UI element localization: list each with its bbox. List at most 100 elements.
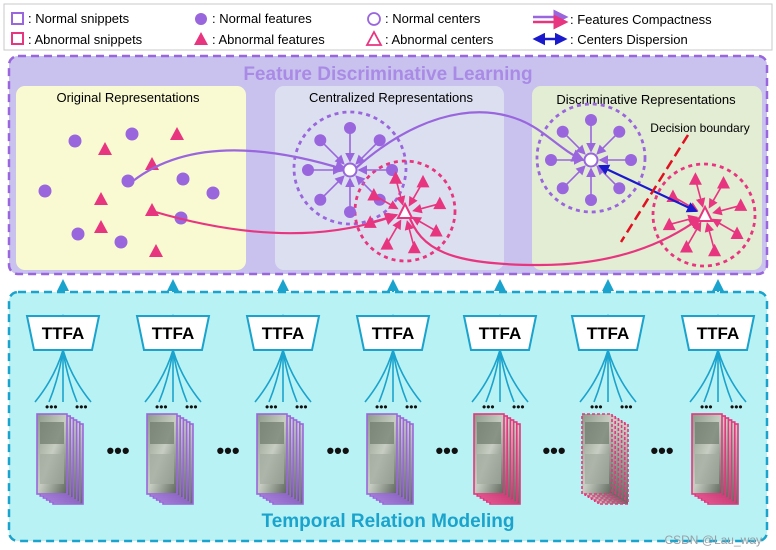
frame-scene	[40, 422, 64, 444]
sequence-ellipsis: •••	[435, 438, 458, 463]
centralized-abnormal-features	[363, 171, 447, 254]
abnormal-transfer-curve-2	[406, 212, 702, 267]
ttfa-label: TTFA	[152, 324, 195, 343]
abnormal-snippet-stack: ••• •••	[473, 400, 525, 505]
sequence-ellipsis: •••	[216, 438, 239, 463]
normal-feature	[613, 125, 626, 138]
normal-feature	[314, 134, 327, 147]
legend-box	[3, 3, 773, 51]
decision-boundary-line	[619, 134, 690, 243]
ttfa-label: TTFA	[587, 324, 630, 343]
normal-feature	[344, 206, 356, 218]
legend: : Normal snippets : Abnormal snippets : …	[3, 3, 773, 51]
decision-boundary-label: Decision boundary	[650, 121, 749, 135]
discriminative-abnormal-center	[696, 204, 714, 222]
frame-scene	[585, 422, 609, 444]
normal-feature	[344, 122, 356, 134]
ttfa-module	[135, 315, 211, 351]
snippet-ellipsis: •••	[512, 400, 525, 414]
sequence-ellipsis: •••	[542, 438, 565, 463]
original-normal-features	[38, 127, 220, 249]
legend-normal-snippets: : Normal snippets	[28, 11, 130, 26]
abnormal-feature	[367, 188, 381, 201]
snippet-ellipsis: •••	[730, 400, 743, 414]
abnormal-feature	[730, 226, 744, 239]
normal-feature	[373, 134, 386, 147]
normal-snippet-stack: ••• •••	[36, 400, 88, 505]
snippet-ellipsis: •••	[45, 400, 58, 414]
normal-snippet-icon	[11, 12, 24, 25]
normal-feature	[613, 182, 626, 195]
normal-feature	[556, 182, 569, 195]
abnormal-snippet-stack: ••• •••	[581, 400, 633, 505]
snippet-ellipsis: •••	[620, 400, 633, 414]
legend-features-compactness: : Features Compactness	[570, 12, 712, 27]
snippet-ellipsis: •••	[295, 400, 308, 414]
legend-normal-centers: : Normal centers	[385, 11, 481, 26]
legend-normal-features: : Normal features	[212, 11, 312, 26]
normal-feature	[585, 114, 597, 126]
snippet-ellipsis: •••	[155, 400, 168, 414]
snippet-ellipsis: •••	[590, 400, 603, 414]
frame-scene	[150, 422, 174, 444]
normal-transfer-curve-2	[355, 111, 586, 169]
ttfa-module	[355, 315, 431, 351]
ttfa-module	[462, 315, 538, 351]
abnormal-feature	[662, 217, 676, 231]
abnormal-feature	[380, 237, 394, 250]
ttfa-module	[25, 315, 101, 351]
snippet-ellipsis: •••	[75, 400, 88, 414]
fan-line	[717, 349, 747, 403]
panel-discriminative-title: Discriminative Representations	[556, 92, 736, 107]
abnormal-feature	[708, 243, 722, 257]
snippet-ellipsis: •••	[375, 400, 388, 414]
centralized-abnormal-center	[396, 201, 414, 219]
frame-scene	[150, 454, 174, 484]
normal-feature	[625, 154, 637, 166]
centers-dispersion-arrow	[598, 164, 698, 213]
snippet-ellipsis: •••	[700, 400, 713, 414]
fan-line	[499, 349, 529, 403]
fan-line	[392, 349, 422, 403]
snippet-ellipsis: •••	[482, 400, 495, 414]
discriminative-normal-center	[583, 152, 599, 168]
normal-transfer-curve-1	[132, 149, 349, 182]
abnormal-feature	[717, 175, 730, 189]
compactness-arrow	[669, 214, 698, 226]
legend-abnormal-centers: : Abnormal centers	[385, 32, 494, 47]
normal-snippet-stack: ••••••	[366, 400, 418, 505]
sequence-ellipsis: •••	[106, 438, 129, 463]
ttfa-label: TTFA	[42, 324, 85, 343]
abnormal-feature	[407, 240, 421, 254]
compactness-arrow	[685, 221, 702, 248]
compactness-arrow	[712, 204, 741, 216]
snippet-ellipsis: •••	[185, 400, 198, 414]
frame-scene	[40, 454, 64, 484]
abnormal-snippet-stack: ••• •••	[691, 400, 743, 505]
normal-feature	[545, 154, 557, 166]
fan-line	[172, 349, 202, 403]
frame-scene	[695, 422, 719, 444]
abnormal-feature	[433, 196, 447, 210]
feature-learning-title: Feature Discriminative Learning	[243, 64, 532, 85]
video-snippets: ••• ••• ••• ••• ••• ••• ••• ••• ••• ••• ••• ••• ••• •…	[36, 400, 743, 505]
normal-snippet-stack: ••• •••	[146, 400, 198, 505]
centralized-normal-center	[342, 162, 358, 178]
ttfa-module	[570, 315, 646, 351]
compactness-arrow	[411, 216, 437, 232]
legend-abnormal-features: : Abnormal features	[212, 32, 325, 47]
sequence-ellipsis: •••	[650, 438, 673, 463]
abnormal-feature	[363, 215, 377, 228]
normal-feature	[585, 194, 597, 206]
compactness-arrow	[386, 219, 402, 245]
fan-line	[62, 349, 92, 403]
frame-scene	[260, 454, 284, 484]
watermark: CSDN @Lau_way	[664, 533, 762, 547]
panel-discriminative	[532, 86, 762, 270]
discriminative-normal-cluster	[535, 102, 647, 214]
legend-abnormal-snippets: : Abnormal snippets	[28, 32, 143, 47]
frame-scene	[260, 422, 284, 444]
